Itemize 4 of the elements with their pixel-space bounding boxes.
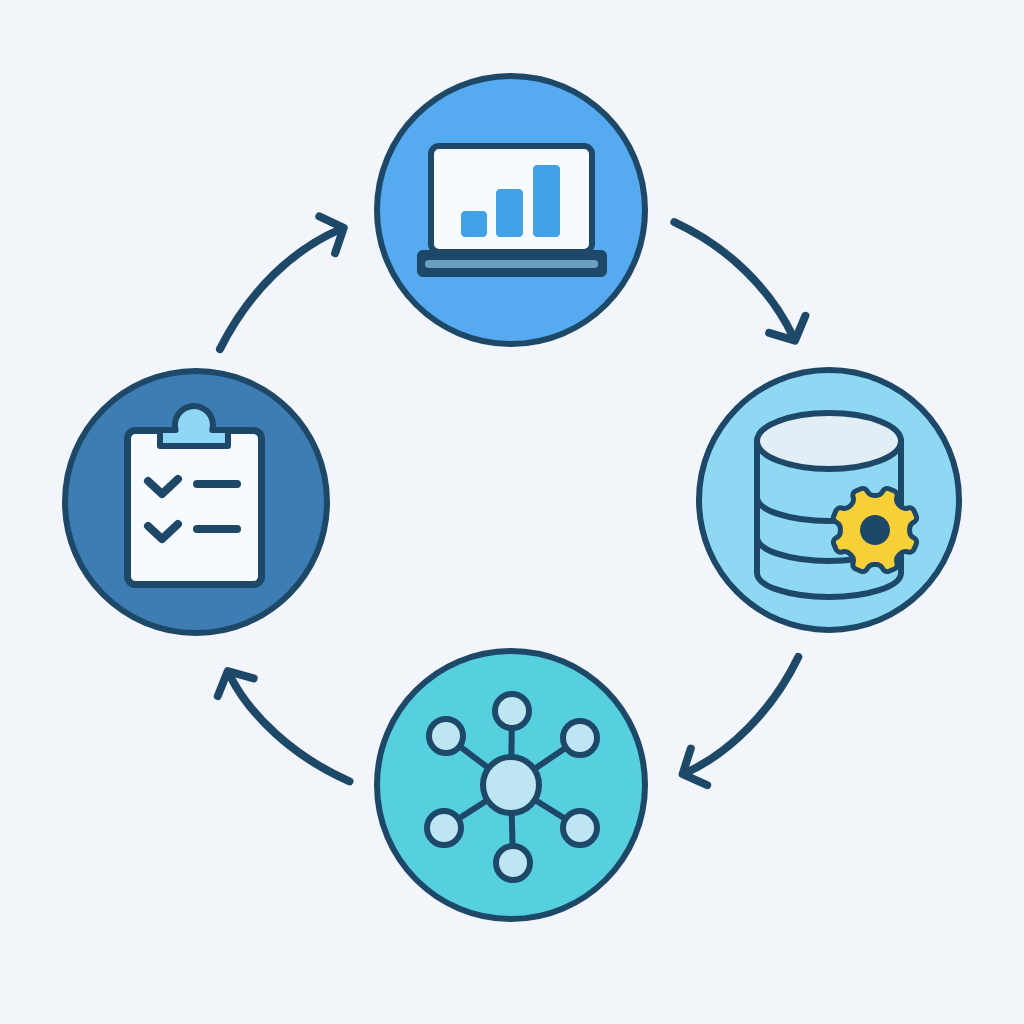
arrow [215,212,348,354]
arrow [213,667,354,786]
arrow [678,652,803,790]
arrow [670,218,810,345]
